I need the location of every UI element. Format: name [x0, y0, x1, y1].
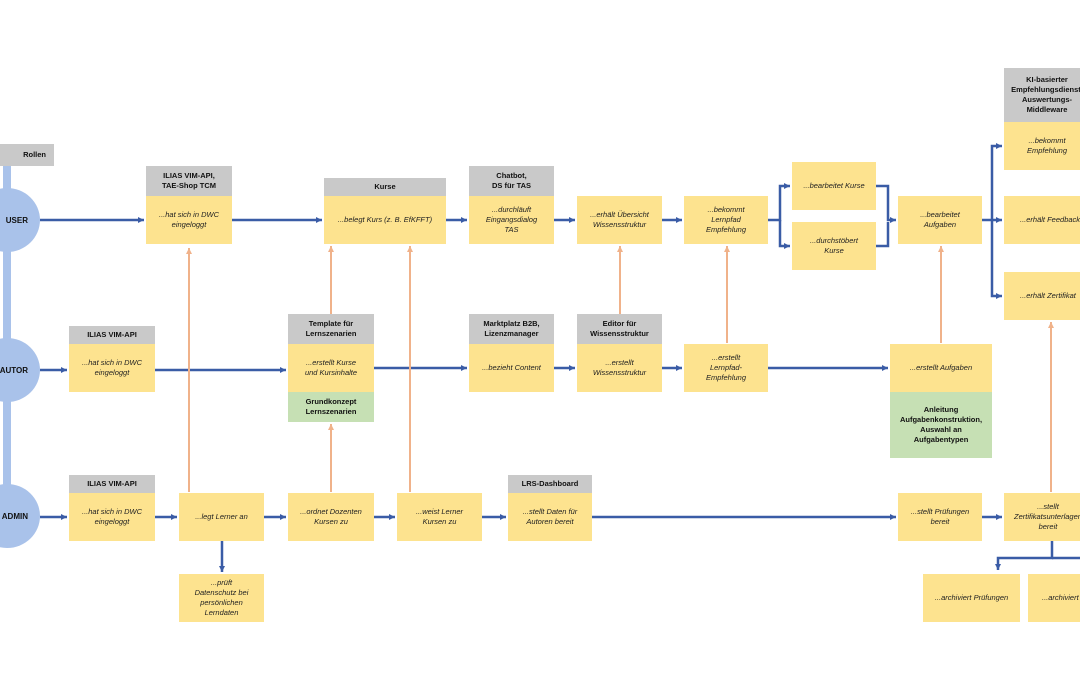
action-bearbeitet-aufgaben: ...bearbeitet Aufgaben: [898, 196, 982, 244]
arrow-zertifikat-to-archiv-pruef: [995, 541, 1054, 570]
action-bearbeitet-kurse: ...bearbeitet Kurse: [792, 162, 876, 210]
system-ilias-shop: ILIAS VIM-API, TAE-Shop TCM: [146, 166, 232, 196]
arrow-durchstoebert-to-aufgaben: [876, 222, 890, 248]
action-archiviert: ...archiviert: [1028, 574, 1080, 622]
action-erstellt-wissen: ...erstellt Wissensstruktur: [577, 344, 662, 392]
action-bekommt-lernpfad: ...bekommt Lernpfad Empfehlung: [684, 196, 768, 244]
system-ilias-autor: ILIAS VIM-API: [69, 326, 155, 344]
action-stellt-pruefungen: ...stellt Prüfungen bereit: [898, 493, 982, 541]
action-uebersicht: ...erhält Übersicht Wissensstruktur: [577, 196, 662, 244]
action-stellt-zertifikat: ...stellt Zertifikatsunterlagen bereit: [1004, 493, 1080, 541]
action-user-login: ...hat sich in DWC eingeloggt: [146, 196, 232, 244]
system-editor: Editor für Wissensstruktur: [577, 314, 662, 344]
system-template: Template für Lernszenarien: [288, 314, 374, 344]
action-erstellt-lernpfad: ...erstellt Lernpfad- Empfehlung: [684, 344, 768, 392]
arrow-aufgaben-to-empfehlung: [990, 143, 1002, 220]
action-admin-login: ...hat sich in DWC eingeloggt: [69, 493, 155, 541]
concept-grundkonzept: Grundkonzept Lernszenarien: [288, 392, 374, 422]
action-stellt-daten: ...stellt Daten für Autoren bereit: [508, 493, 592, 541]
action-bekommt-empfehlung: ...bekommt Empfehlung: [1004, 122, 1080, 170]
system-chatbot: Chatbot, DS für TAS: [469, 166, 554, 196]
action-weist-lerner: ...weist Lerner Kursen zu: [397, 493, 482, 541]
system-marktplatz: Marktplatz B2B, Lizenzmanager: [469, 314, 554, 344]
arrow-bearbeitet-kurse-to-aufgaben: [876, 184, 896, 223]
action-autor-login: ...hat sich in DWC eingeloggt: [69, 344, 155, 392]
system-lrs-dashboard: LRS-Dashboard: [508, 475, 592, 493]
action-bezieht-content: ...bezieht Content: [469, 344, 554, 392]
concept-anleitung: Anleitung Aufgabenkonstruktion, Auswahl …: [890, 392, 992, 458]
system-ki-empfehlung: KI-basierter Empfehlungsdienst, Auswertu…: [1004, 68, 1080, 122]
action-durchlaeuft: ...durchläuft Eingangsdialog TAS: [469, 196, 554, 244]
system-kurse: Kurse: [324, 178, 446, 196]
action-legt-lerner: ...legt Lerner an: [179, 493, 264, 541]
action-belegt-kurs: ...belegt Kurs (z. B. EfKFFT): [324, 196, 446, 244]
arrow-lernpfad-to-durchstoebert: [778, 220, 790, 249]
action-durchstoebert: ...durchstöbert Kurse: [792, 222, 876, 270]
arrow-aufgaben-to-zertifikat: [990, 220, 1002, 299]
action-ordnet-dozenten: ...ordnet Dozenten Kursen zu: [288, 493, 374, 541]
action-archiviert-pruefungen: ...archiviert Prüfungen: [923, 574, 1020, 622]
action-erhaelt-zertifikat: ...erhält Zertifikat: [1004, 272, 1080, 320]
action-datenschutz: ...prüft Datenschutz bei persönlichen Le…: [179, 574, 264, 622]
system-ilias-admin: ILIAS VIM-API: [69, 475, 155, 493]
arrow-lernpfad-to-bearbeitet-kurse: [768, 183, 790, 222]
action-erstellt-aufgaben: ...erstellt Aufgaben: [890, 344, 992, 392]
action-erstellt-kurse: ...erstellt Kurse und Kursinhalte: [288, 344, 374, 392]
rollen-header: Rollen: [0, 144, 54, 166]
action-erhaelt-feedback: ...erhält Feedback: [1004, 196, 1080, 244]
